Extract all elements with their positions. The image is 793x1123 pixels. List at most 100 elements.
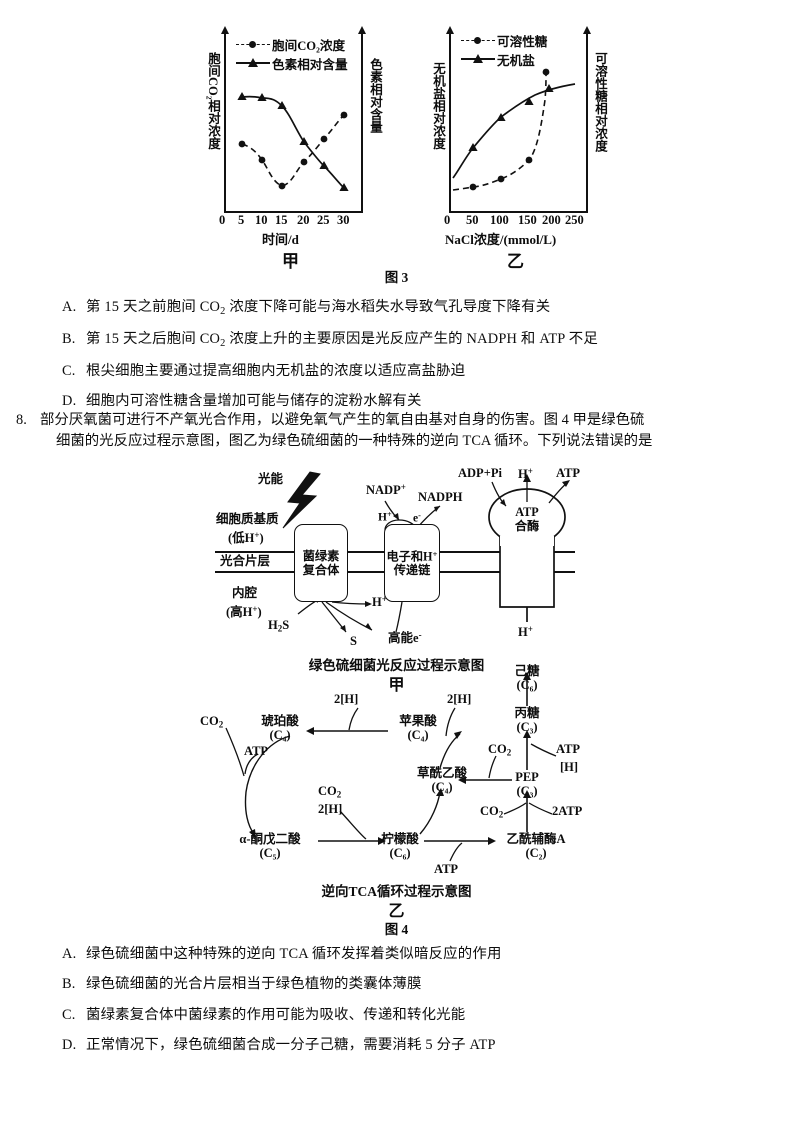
edge-co2-succinate: CO2 [200, 714, 224, 730]
option-row-d8[interactable]: D. 正常情况下，绿色硫细菌合成一分子己糖，需要消耗 5 分子 ATP [62, 1036, 762, 1055]
h2s-label: H2S [268, 618, 290, 634]
option-text-c8: 菌绿素复合体中菌绿素的作用可能为吸收、传递和转化光能 [86, 1006, 466, 1023]
figure4-panel-yi-name: 乙 [388, 903, 405, 920]
atp-label-jia: ATP [556, 466, 581, 480]
x-tick-30: 30 [337, 213, 350, 227]
figure4-panel-jia: 菌绿素复合体 电子和H+传递链 [0, 462, 793, 694]
option-row-d7[interactable]: D. 细胞内可溶性糖含量增加可能与储存的淀粉水解有关 [62, 392, 752, 411]
x-tick-yi-150: 150 [518, 213, 537, 227]
legend-label-pigment: 色素相对含量 [272, 57, 348, 72]
legend-item-pigment: 色素相对含量 [236, 55, 348, 72]
option-text-d7: 细胞内可溶性糖含量增加可能与储存的淀粉水解有关 [86, 393, 422, 410]
option-row-a8[interactable]: A. 绿色硫细菌中这种特殊的逆向 TCA 循环发挥着类似暗反应的作用 [62, 945, 762, 964]
edge-2h-citrate: 2[H] [318, 802, 343, 816]
panel-name-jia: 甲 [282, 252, 299, 271]
electron-transport-chain-label: 电子和H+传递链 [386, 548, 438, 578]
option-letter-b7: B. [62, 330, 76, 347]
question7-options: A. 第 15 天之前胞间 CO2 浓度下降可能与海水稻失水导致气孔导度下降有关… [62, 298, 752, 423]
node-oxaloacetate: 草酰乙酸(C₄) [416, 766, 467, 795]
cytoplasm-h-label: (低H+) [228, 530, 264, 545]
node-triose: 丙糖(C₃) [514, 706, 540, 735]
legend-item-salt: 无机盐 [461, 51, 547, 68]
option-letter-c7: C. [62, 362, 76, 379]
option-letter-c8: C. [62, 1006, 76, 1023]
y-axis-left-yi [449, 34, 451, 212]
option-text-c7: 根尖细胞主要通过提高细胞内无机盐的浓度以适应高盐胁迫 [86, 362, 466, 379]
edge-2h-oxaloacetate-malate: 2[H] [447, 692, 472, 706]
y-axis-left-label-text: 胞间CO₂相对浓度 [206, 52, 220, 150]
node-malate: 苹果酸(C₄) [399, 714, 437, 743]
edge-h-triose: [H] [560, 760, 579, 774]
question8-number: 8. [16, 412, 27, 428]
x-tick-15: 15 [275, 213, 288, 227]
x-tick-yi-200: 200 [542, 213, 561, 227]
hplus-cycle-label: H+ [378, 510, 392, 524]
option-text-b8: 绿色硫细菌的光合片层相当于绿色植物的类囊体薄膜 [86, 976, 422, 993]
light-energy-label: 光能 [258, 472, 284, 486]
adp-pi-label: ADP+Pi [458, 466, 502, 480]
figure4-panel-yi: 琥珀酸(C₄) 苹果酸(C₄) 草酰乙酸(C₄) α-酮戊二酸(C₅) 柠檬酸(… [0, 664, 793, 937]
figure-3-caption: 图 3 [384, 270, 409, 285]
legend-marker-solid-triangle-icon-yi [461, 53, 495, 65]
y-axis-right-label-yi-text: 可溶性糖相对浓度 [593, 52, 607, 152]
option-letter-a8: A. [62, 946, 77, 962]
legend-jia: 胞间CO₂浓度 色素相对含量 [236, 36, 348, 74]
lumen-label: 内腔 [232, 586, 258, 600]
y-axis-right [361, 34, 363, 212]
x-tick-5: 5 [238, 213, 245, 227]
nadp-plus-label: NADP+ [366, 482, 406, 497]
x-tick-yi-250: 250 [565, 213, 584, 227]
figure-4: 菌绿素复合体 电子和H+传递链 [0, 462, 793, 942]
node-acetyl-coa: 乙酰辅酶A(C₂) [506, 832, 566, 861]
question8-line2: 细菌的光反应过程示意图，图乙为绿色硫细菌的一种特殊的逆向 TCA 循环。下列说法… [56, 432, 653, 449]
y-axis-left-label-yi-text: 无机盐相对浓度 [431, 62, 445, 150]
figure-3: 胞间CO₂相对浓度 色素相对含量 胞间CO₂浓度 色素相对含量 [0, 18, 793, 285]
x-tick-0: 0 [219, 213, 226, 227]
x-axis [224, 211, 363, 213]
legend-marker-dashed-dot-icon [236, 38, 270, 50]
option-row-c7[interactable]: C. 根尖细胞主要通过提高细胞内无机盐的浓度以适应高盐胁迫 [62, 362, 752, 381]
sulfur-label: S [350, 634, 357, 648]
question8-line1: 部分厌氧菌可进行不产氧光合作用，以避免氧气产生的氧自由基对自身的伤害。图 4 甲… [40, 412, 645, 428]
y-axis-left-label-yi: 无机盐相对浓度 [429, 62, 448, 150]
figure-4-caption: 图 4 [384, 922, 409, 937]
legend-label-sugar: 可溶性糖 [497, 34, 548, 49]
x-axis-label-jia: 时间/d [262, 232, 299, 247]
option-row-c8[interactable]: C. 菌绿素复合体中菌绿素的作用可能为吸收、传递和转化光能 [62, 1006, 762, 1025]
x-tick-yi-50: 50 [466, 213, 479, 227]
y-axis-left-label: 胞间CO₂相对浓度 [204, 52, 223, 150]
edge-2h-malate-succinate: 2[H] [334, 692, 359, 706]
option-letter-d8: D. [62, 1037, 77, 1054]
legend-item-sugar: 可溶性糖 [461, 32, 548, 49]
chart-yi: 无机盐相对浓度 可溶性糖相对浓度 可溶性糖 无机盐 [425, 18, 625, 271]
legend-item-co2: 胞间CO₂浓度 [236, 36, 348, 53]
option-letter-d7: D. [62, 393, 77, 410]
option-letter-a7: A. [62, 299, 77, 315]
edge-atp-succinate: ATP [244, 744, 269, 758]
y-axis-right-arrow-icon [357, 26, 366, 34]
edge-2atp-pep: 2ATP [552, 804, 583, 818]
option-text-d8: 正常情况下，绿色硫细菌合成一分子己糖，需要消耗 5 分子 ATP [86, 1037, 496, 1054]
panel-name-yi: 乙 [507, 252, 524, 271]
chart-jia: 胞间CO₂相对浓度 色素相对含量 胞间CO₂浓度 色素相对含量 [200, 18, 400, 271]
cytoplasm-label: 细胞质基质 [216, 512, 279, 526]
bacteriochlorophyll-complex-box: 菌绿素复合体 [294, 524, 348, 602]
option-row-b8[interactable]: B. 绿色硫细菌的光合片层相当于绿色植物的类囊体薄膜 [62, 975, 762, 994]
node-alpha-ketoglutarate: α-酮戊二酸(C₅) [239, 832, 301, 861]
bacteriochlorophyll-complex-label: 菌绿素复合体 [302, 548, 340, 577]
y-axis-right-label: 色素相对含量 [366, 58, 385, 133]
lamella-label: 光合片层 [220, 554, 271, 568]
option-letter-b8: B. [62, 976, 76, 993]
node-hexose: 己糖(C₆) [514, 664, 540, 693]
legend-label-salt: 无机盐 [497, 53, 535, 68]
node-pep: PEP(C₃) [515, 770, 539, 799]
option-row-a7[interactable]: A. 第 15 天之前胞间 CO2 浓度下降可能与海水稻失水导致气孔导度下降有关 [62, 298, 752, 319]
option-row-b7[interactable]: B. 第 15 天之后胞间 CO2 浓度上升的主要原因是光反应产生的 NADPH… [62, 330, 752, 351]
option-text-b7: 第 15 天之后胞间 CO2 浓度上升的主要原因是光反应产生的 NADPH 和 … [86, 330, 598, 349]
y-axis-right-yi-arrow-icon [582, 26, 591, 34]
lumen-h-label: (高H+) [226, 604, 262, 619]
x-axis-label-yi: NaCl浓度/(mmol/L) [445, 232, 557, 247]
hplus-synthase-label: H+ [518, 624, 533, 639]
